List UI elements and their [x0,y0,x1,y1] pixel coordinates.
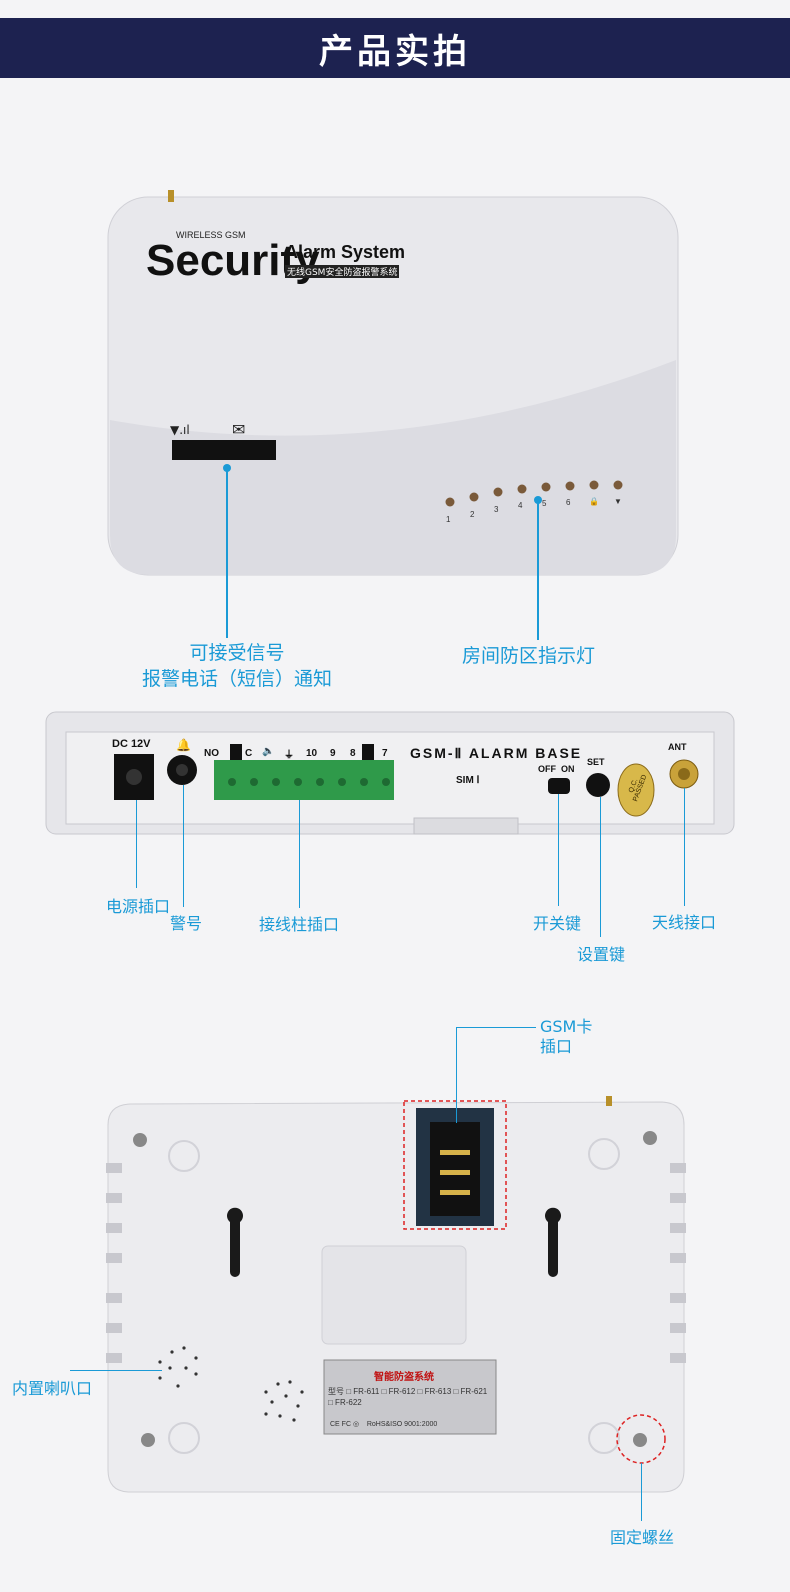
ant-text: ANT [668,742,687,752]
sim-highlight [403,1100,507,1230]
callout-set: 设置键 [577,945,626,964]
product-sticker [323,1359,497,1435]
terminal-label: 🔈 [262,746,275,757]
set-text: SET [587,757,605,767]
callout-display-line2: 报警电话（短信）通知 [141,668,332,690]
terminal-label: 7 [382,748,388,759]
zone-leds [445,480,623,507]
signal-icon: ▼.ıl [170,423,190,437]
zone-label: 🔒 [589,497,599,506]
callout-line [70,1370,162,1371]
callout-line [136,800,137,888]
callout-speaker: 内置喇叭口 [12,1379,93,1398]
antenna-stub [168,190,174,202]
zone-label: ▼ [614,497,622,506]
callout-gsm: GSM卡 插口 [540,1017,592,1057]
callout-line [456,1027,457,1123]
callout-line [684,788,685,906]
callout-power: 电源插口 [106,897,171,916]
callout-siren: 警号 [170,914,203,933]
zone-label: 1 [446,515,451,524]
zone-label: 6 [566,498,571,507]
model-text: GSM-Ⅱ ALARM BASE [410,745,583,761]
callout-gsm-line1: GSM卡 [540,1017,593,1036]
speaker-holes [158,1346,304,1422]
terminal-label: 9 [330,748,336,759]
callout-line [558,794,559,906]
qc-sticker [617,763,655,817]
terminal-label: 10 [306,748,318,759]
power-switch [548,778,570,794]
callout-switch: 开关键 [533,914,582,933]
envelope-icon: ✉ [232,420,245,439]
callout-line [226,468,228,638]
terminal-label: 8 [350,748,356,759]
callout-screw: 固定螺丝 [610,1528,675,1547]
corner-screws [133,1131,657,1447]
callout-line [183,785,184,907]
dc-label: DC 12V [112,738,151,750]
zone-label: 3 [494,505,499,514]
back-panel [45,711,735,835]
terminal-label: ⏚ [284,750,294,761]
sticker-models: 型号 □ FR-611 □ FR-612 □ FR-613 □ FR-621 □… [328,1387,488,1407]
zone-label: 4 [518,501,523,510]
display-window [172,440,276,460]
callout-display-line1: 可接受信号 [189,642,285,664]
siren-icon: 🔔 [176,738,191,752]
callout-line [537,500,539,640]
callout-line [299,800,300,908]
callout-terminal: 接线柱插口 [259,915,340,934]
callout-line [641,1463,642,1521]
sticker-title: 智能防盗系统 [374,1372,434,1383]
sticker-cert: CE FC ◎ RoHS&ISO 9001:2000 [330,1421,438,1428]
set-button [586,773,610,797]
callout-gsm-line2: 插口 [540,1037,573,1056]
callout-line [456,1027,536,1028]
zone-label: 5 [542,499,547,508]
callout-display: 可接受信号 报警电话（短信）通知 [132,640,342,692]
terminal-label: NO [204,748,219,759]
brand-sub: Alarm System [285,242,406,262]
terminal-label: C [245,748,253,759]
brand-top: WIRELESS GSM [176,230,246,240]
callout-line [600,797,601,937]
front-device: ▼.ıl ✉ [107,190,679,576]
sim-text: SIM Ⅰ [456,775,480,786]
page-title: 产品实拍 [319,31,471,72]
switch-text: OFF ON [538,764,575,774]
brand-cn: 无线GSM安全防盗报警系统 [285,265,400,278]
bottom-device [106,1096,686,1493]
callout-antenna: 天线接口 [652,913,717,932]
page-header: 产品实拍 [0,18,790,78]
callout-zones: 房间防区指示灯 [462,645,596,667]
zone-label: 2 [470,510,475,519]
